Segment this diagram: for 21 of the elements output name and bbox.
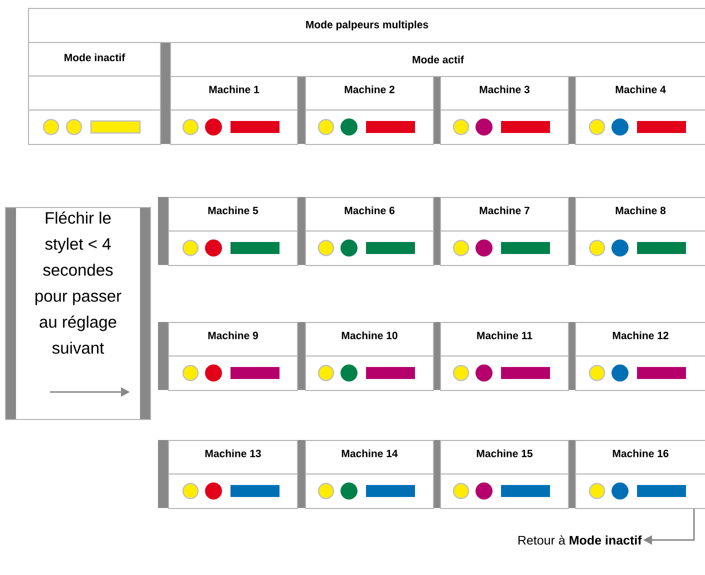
machine-cell: Machine 13 (168, 440, 298, 509)
machine-cell: Machine 12 (575, 322, 705, 391)
machine-cell: Machine 16 (575, 440, 705, 509)
machine-cell: Machine 4 (575, 76, 705, 145)
inactive-column: Mode inactif (28, 42, 161, 145)
instruction-box: Fléchir le stylet < 4 secondes pour passer au réglage suivant (5, 207, 151, 420)
machine-cell: Machine 7 (440, 197, 569, 266)
machine-cell: Machine 1 (170, 76, 298, 145)
machine-cell: Machine 6 (305, 197, 434, 266)
machine-cell: Machine 15 (440, 440, 569, 509)
machine-cell: Machine 8 (575, 197, 705, 266)
machine-cell: Machine 2 (305, 76, 434, 145)
machine-cell: Machine 10 (305, 322, 434, 391)
machine-cell: Machine 3 (440, 76, 569, 145)
machine-cell: Machine 9 (168, 322, 298, 391)
machine-cell: Machine 5 (168, 197, 298, 266)
machine-cell: Machine 14 (305, 440, 434, 509)
header-cell: Mode actif (170, 42, 705, 77)
header-cell: Mode palpeurs multiples (28, 8, 705, 43)
machine-cell: Machine 11 (440, 322, 569, 391)
return-note: Retour à Mode inactif (518, 535, 642, 545)
